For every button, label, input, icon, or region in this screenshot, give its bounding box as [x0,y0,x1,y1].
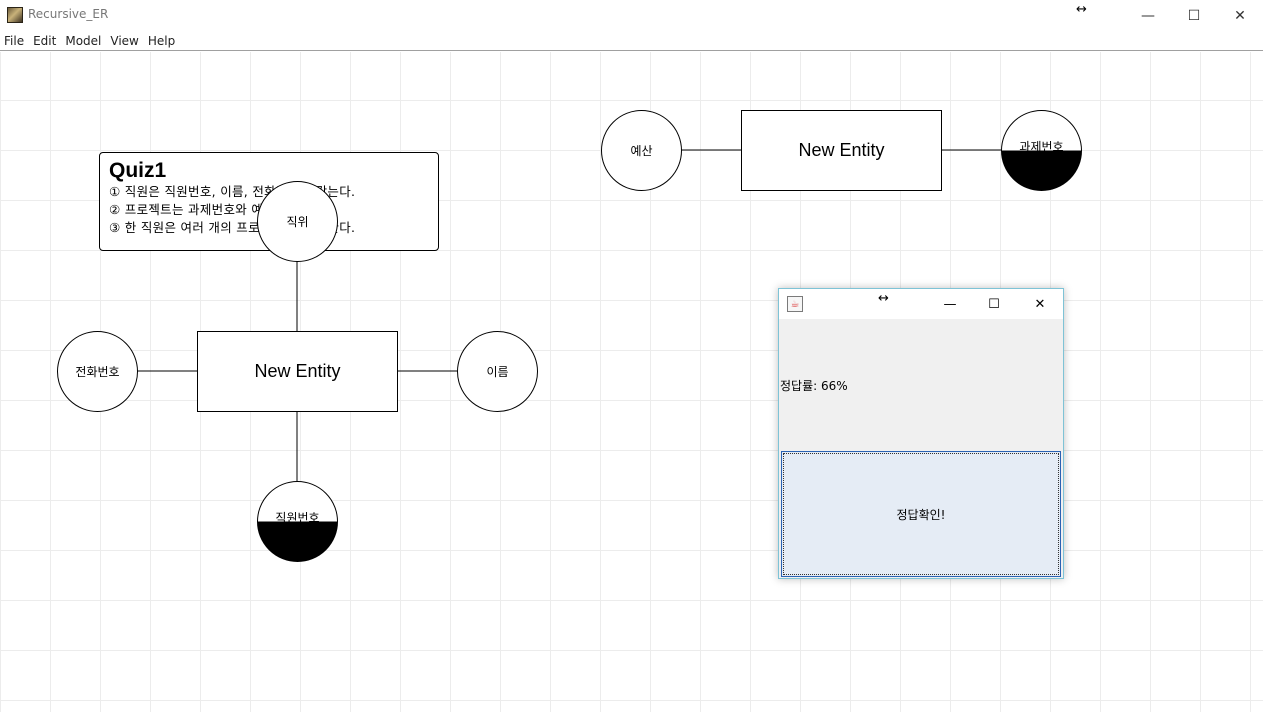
entity-right[interactable]: New Entity [741,110,942,191]
window-title: Recursive_ER [28,7,109,21]
menu-file[interactable]: File [4,33,25,48]
attribute-position[interactable]: 직위 [257,181,338,262]
menu-view[interactable]: View [110,33,139,48]
attribute-label: 직원번호 [275,511,320,525]
entity-left[interactable]: New Entity [197,331,398,412]
menu-model[interactable]: Model [65,33,102,48]
attribute-label: 이름 [486,365,509,379]
attribute-label: 예산 [630,144,653,158]
menu-help[interactable]: Help [147,33,176,48]
quiz-result-dialog: ☕ ↔ — ☐ ✕ 정답률: 66% 정답확인! [778,288,1064,579]
attribute-phone[interactable]: 전화번호 [57,331,138,412]
attribute-label: 전화번호 [75,365,120,379]
attribute-label: 직위 [286,215,309,229]
minimize-button[interactable]: — [1141,7,1155,24]
dialog-maximize-button[interactable]: ☐ [988,296,1000,312]
attribute-label: 과제번호 [1019,140,1064,154]
attribute-key-empno[interactable]: 직원번호 [257,481,338,562]
attribute-name[interactable]: 이름 [457,331,538,412]
maximize-button[interactable]: ☐ [1187,7,1201,24]
resize-cursor-icon: ↔ [1076,2,1087,17]
java-icon: ☕ [787,296,803,312]
check-answer-button[interactable]: 정답확인! [781,451,1061,577]
score-text: 정답률: 66% [780,379,848,393]
attribute-budget[interactable]: 예산 [601,110,682,191]
attribute-key-taskno[interactable]: 과제번호 [1001,110,1082,191]
title-bar[interactable]: Recursive_ER ↔ — ☐ ✕ [0,0,1263,31]
score-label: 정답률: 66% [780,377,848,394]
close-button[interactable]: ✕ [1234,7,1246,24]
dialog-close-button[interactable]: ✕ [1034,296,1046,312]
menu-edit[interactable]: Edit [33,33,57,48]
app-icon [7,7,23,23]
quiz-title: Quiz1 [109,159,167,182]
resize-cursor-icon: ↔ [878,291,889,306]
menu-bar: File Edit Model View Help [0,31,1263,51]
dialog-minimize-button[interactable]: — [943,296,957,312]
dialog-title-bar[interactable]: ☕ ↔ — ☐ ✕ [779,289,1063,319]
